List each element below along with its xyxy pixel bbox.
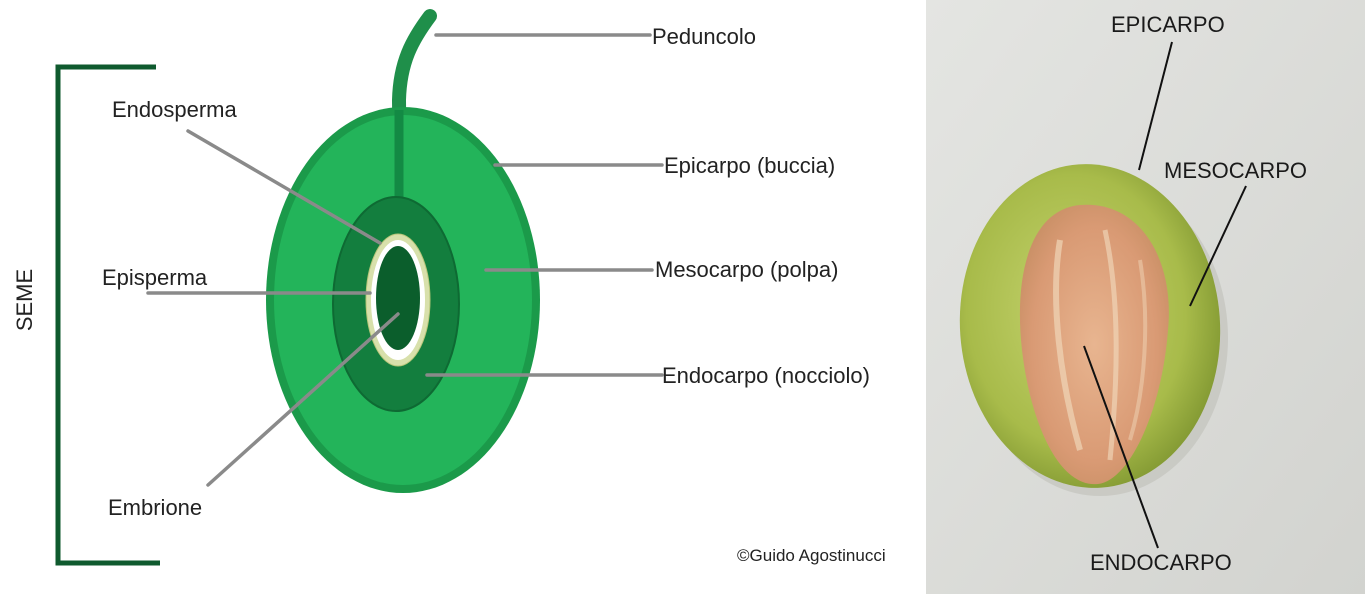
label-peduncolo: Peduncolo (652, 24, 756, 49)
embryo-shape (376, 246, 420, 350)
label-mesocarpo: Mesocarpo (polpa) (655, 257, 838, 282)
label-embrione: Embrione (108, 495, 202, 520)
label-endosperma: Endosperma (112, 97, 238, 122)
olive-diagram: SEME Peduncolo Endosperma Episperma Embr… (12, 16, 886, 565)
label-episperma: Episperma (102, 265, 208, 290)
photo-label-mesocarpo: MESOCARPO (1164, 158, 1307, 183)
label-epicarpo: Epicarpo (buccia) (664, 153, 835, 178)
seme-bracket (58, 67, 160, 563)
label-endocarpo: Endocarpo (nocciolo) (662, 363, 870, 388)
photo-label-endocarpo: ENDOCARPO (1090, 550, 1232, 575)
olive-photo-panel: EPICARPO MESOCARPO ENDOCARPO (926, 0, 1365, 594)
photo-label-epicarpo: EPICARPO (1111, 12, 1225, 37)
credit-text: ©Guido Agostinucci (737, 546, 886, 565)
seme-label: SEME (12, 269, 37, 331)
